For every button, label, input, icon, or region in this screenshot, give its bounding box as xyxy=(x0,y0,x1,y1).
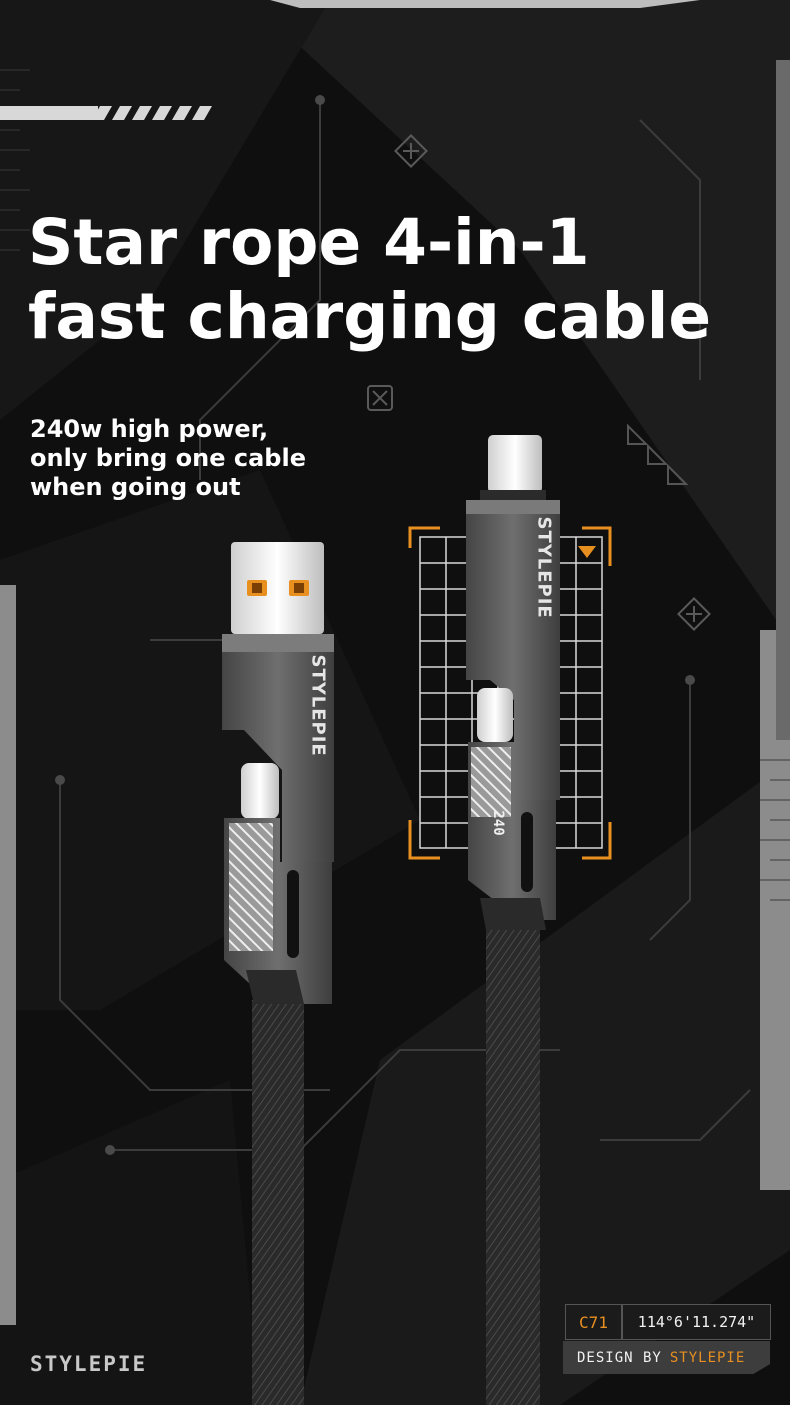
coordinate-readout: 114°6'11.274" xyxy=(622,1304,771,1340)
subtitle-line-2: only bring one cable xyxy=(30,444,306,472)
model-code: C71 xyxy=(565,1304,622,1340)
lightning-connector-brand: STYLEPIE xyxy=(533,516,555,619)
design-brand: STYLEPIE xyxy=(669,1349,746,1366)
power-badge: 240 xyxy=(490,810,506,836)
title-line-1: Star rope 4-in-1 xyxy=(28,206,590,279)
design-credit: DESIGN BY STYLEPIE xyxy=(563,1341,770,1374)
usb-a-connector-brand: STYLEPIE xyxy=(307,654,329,757)
page-title: Star rope 4-in-1 fast charging cable xyxy=(28,206,711,354)
feature-subtitle: 240w high power, only bring one cable wh… xyxy=(30,415,306,502)
design-info-tag: C71 114°6'11.274" DESIGN BY STYLEPIE xyxy=(562,1301,772,1375)
design-label: DESIGN BY xyxy=(577,1349,662,1366)
subtitle-line-3: when going out xyxy=(30,473,241,501)
title-line-2: fast charging cable xyxy=(28,280,712,353)
subtitle-line-1: 240w high power, xyxy=(30,415,269,443)
brand-logo: STYLEPIE xyxy=(30,1352,148,1376)
